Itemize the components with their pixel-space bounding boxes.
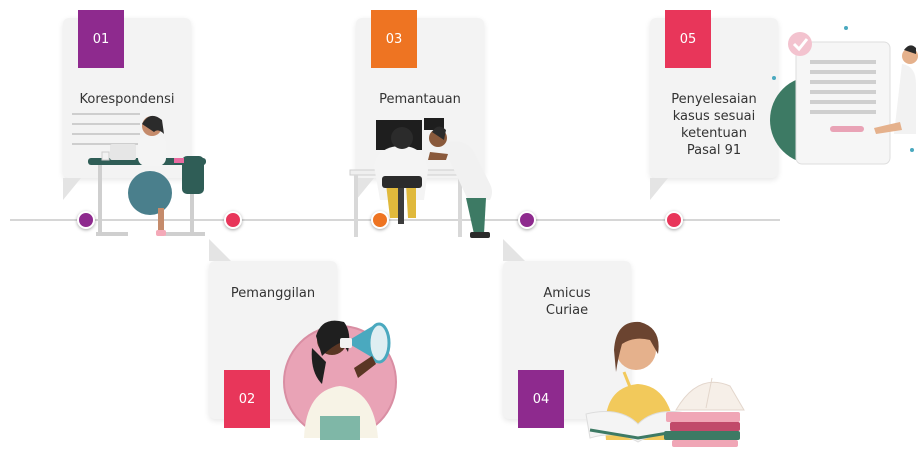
timeline-dot-02 [224,211,242,229]
step-label-04: Amicus Curiae [543,286,591,318]
timeline-dot-04 [518,211,536,229]
timeline-dot-05 [665,211,683,229]
coworkers-monitor-icon [349,118,492,238]
step-label-01: Korespondensi [79,92,175,107]
reading-student-icon [585,321,745,447]
step-number-05: 05 [665,10,711,68]
timeline-line [10,219,780,221]
step-number-03: 03 [371,10,417,68]
timeline-dot-03 [371,211,389,229]
document-approval-icon [770,26,918,165]
step-number-02: 02 [224,370,270,428]
step-number-01: 01 [78,10,124,68]
megaphone-person-icon [283,320,397,440]
step-label-03: Pemantauan [379,92,461,107]
step-number-04: 04 [518,370,564,428]
timeline-dot-01 [77,211,95,229]
office-worker-icon [72,113,206,236]
step-label-02: Pemanggilan [230,286,316,301]
step-label-05: Penyelesaian kasus sesuai ketentuan Pasa… [671,92,757,158]
